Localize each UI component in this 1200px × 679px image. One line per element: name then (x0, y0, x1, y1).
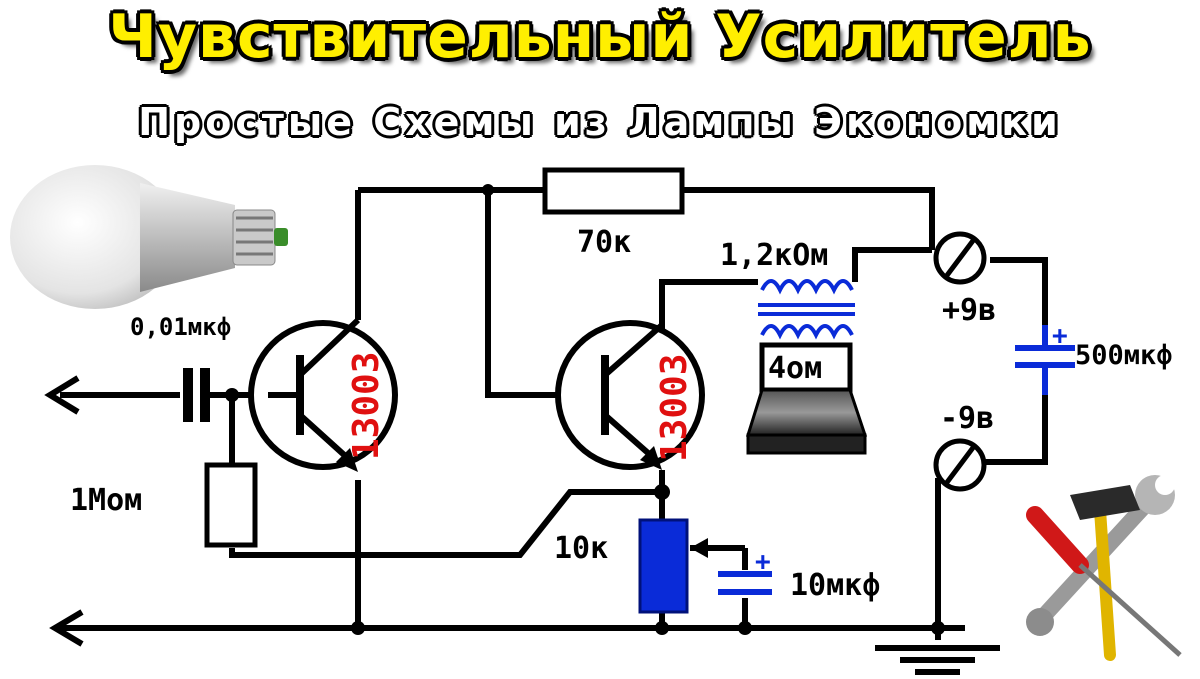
transistor-1 (248, 300, 398, 472)
terminal-plus-label: +9в (942, 293, 996, 328)
transistor-2 (555, 320, 705, 470)
resistor-bias-label: 1Мом (70, 483, 142, 518)
transistor-2-label: 13003 (654, 354, 695, 462)
speaker-icon (745, 342, 868, 455)
resistor-bias (204, 462, 258, 548)
capacitor-input (183, 368, 210, 422)
capacitor-emitter-label: 10мкф (790, 568, 880, 603)
resistor-feedback-label: 70к (577, 225, 631, 260)
resistor-feedback (542, 167, 685, 215)
terminal-minus-label: -9в (940, 401, 994, 436)
input-arrow (44, 375, 80, 415)
wires (60, 187, 1048, 675)
junction-dots (225, 184, 945, 635)
potentiometer (638, 518, 708, 614)
terminal-plus (933, 231, 987, 285)
page-subtitle: Простые Схемы из Лампы Экономки (138, 100, 1062, 144)
capacitor-emitter (718, 571, 772, 595)
capacitor-input-label: 0,01мкф (130, 313, 231, 341)
transformer-coils (758, 279, 855, 340)
transformer-label: 1,2кОм (720, 238, 828, 273)
page-title: Чувствительный Усилитель (0, 2, 1200, 72)
potentiometer-label: 10к (554, 531, 608, 566)
capacitor-emitter-plus: + (755, 547, 771, 577)
speaker-label: 4ом (768, 351, 822, 386)
terminal-minus (933, 438, 987, 492)
capacitor-supply-plus: + (1052, 321, 1068, 351)
title-part-1: Чувствительный (108, 2, 694, 72)
capacitor-supply (1015, 325, 1075, 395)
title-part-2: Усилитель (715, 2, 1092, 72)
capacitor-supply-label: 500мкф (1075, 340, 1173, 371)
tools-icon (1026, 475, 1182, 661)
led-bulb-icon (10, 165, 288, 309)
transistor-1-label: 13003 (346, 352, 387, 460)
output-ground-arrow (49, 609, 130, 647)
